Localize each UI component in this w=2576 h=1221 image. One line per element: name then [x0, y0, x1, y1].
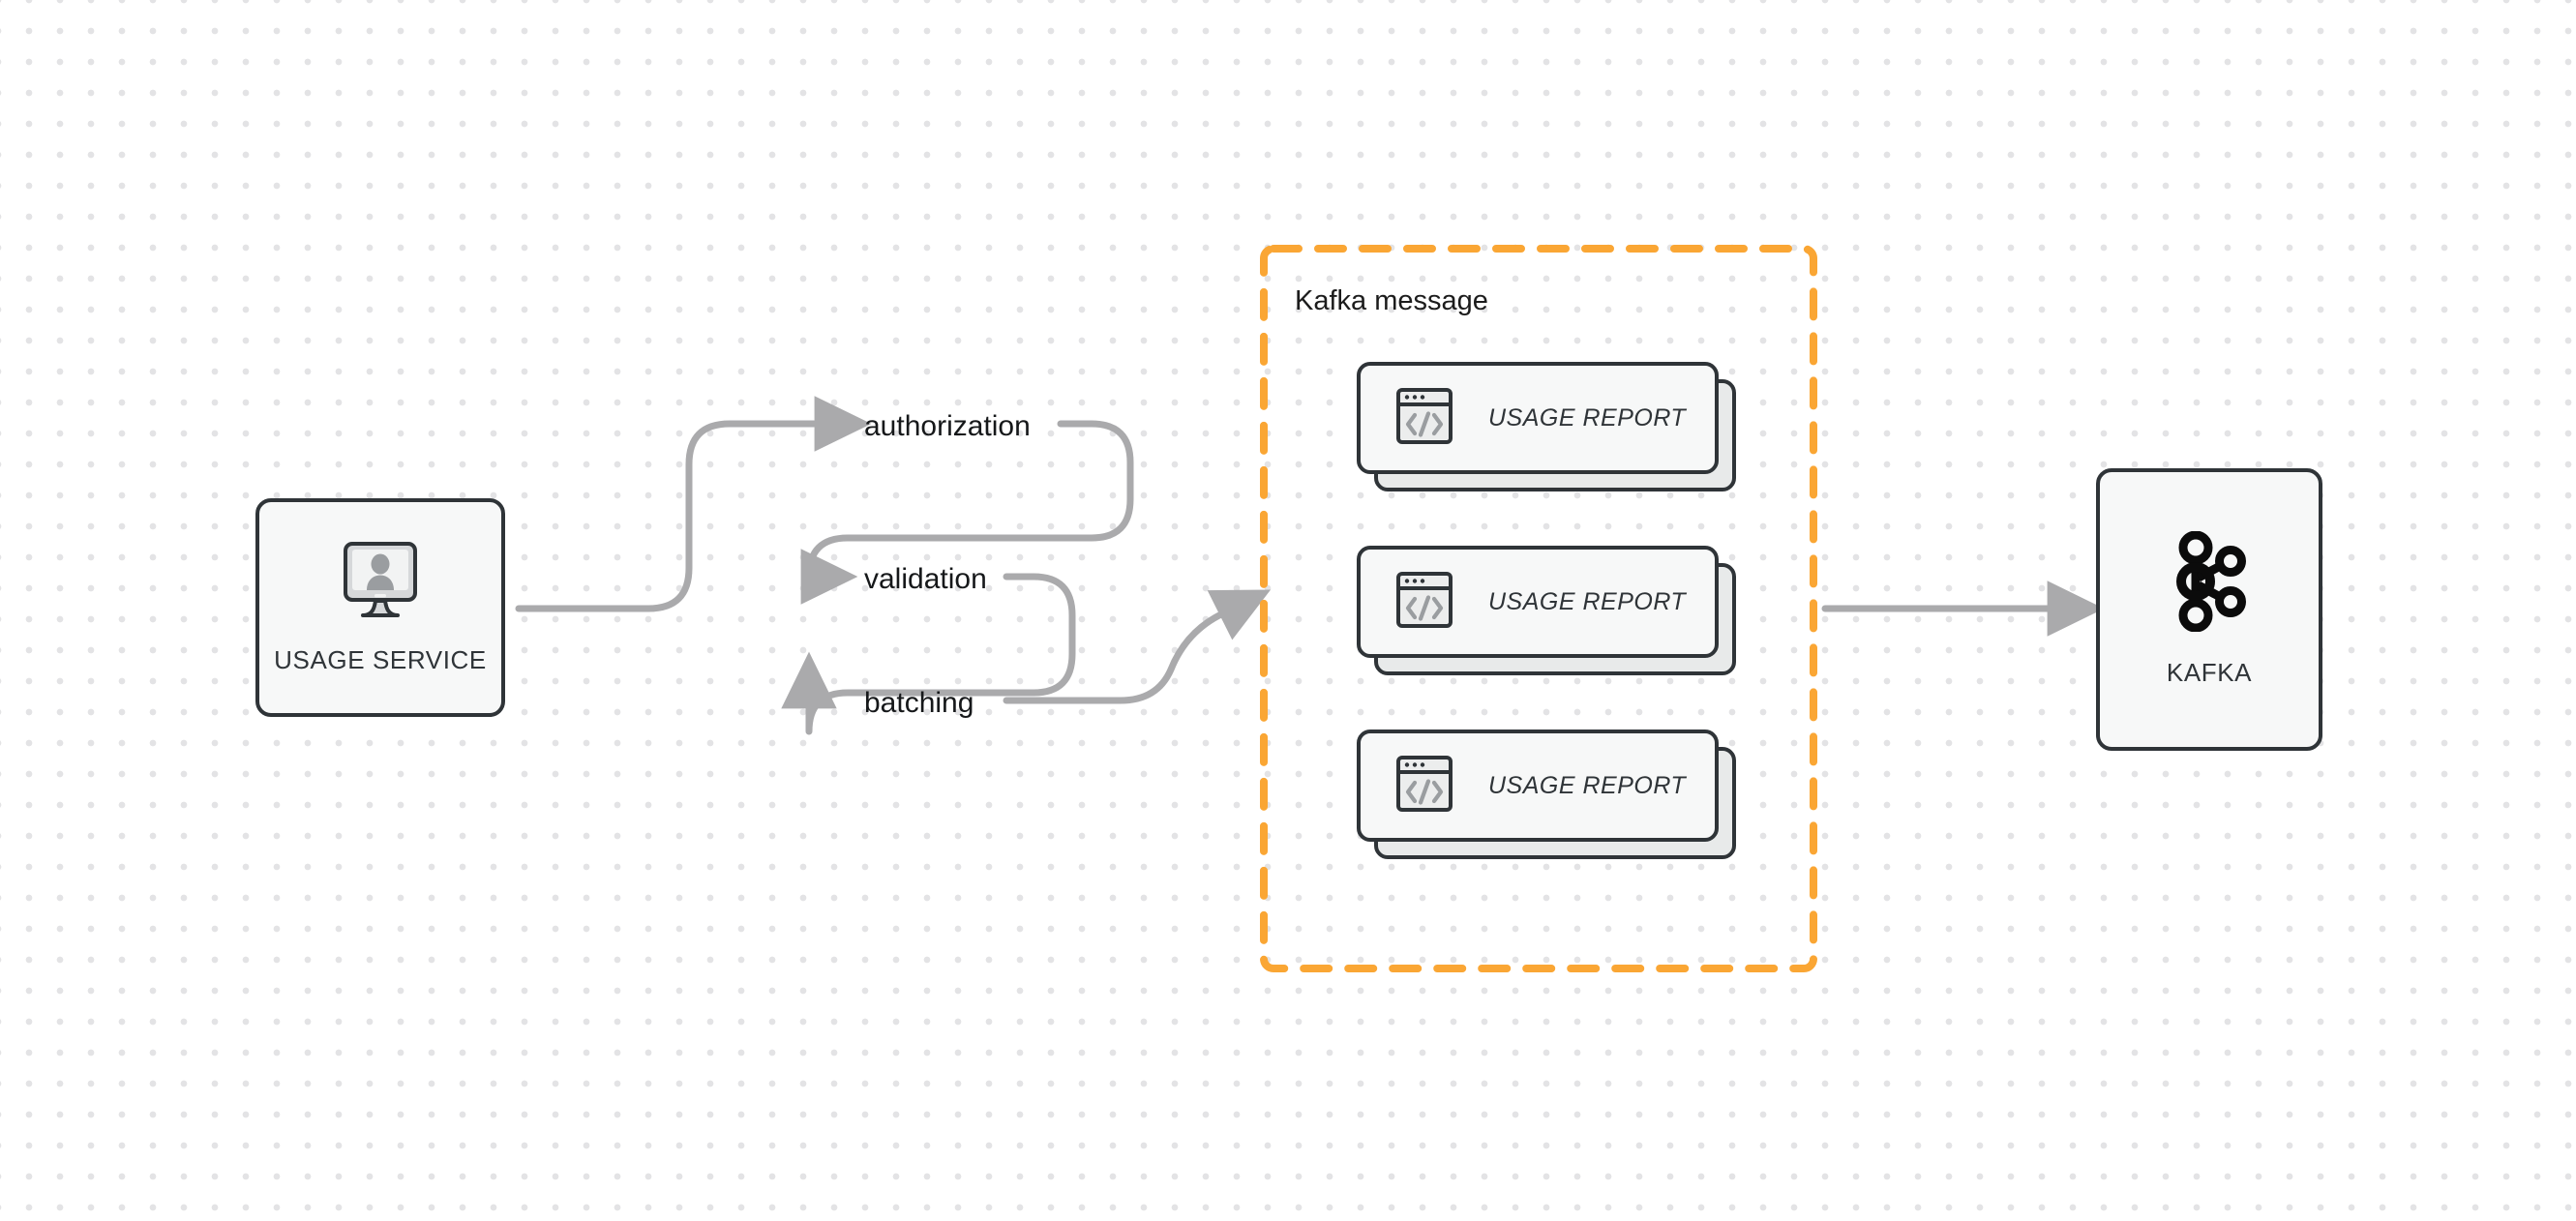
usage-report-label: USAGE REPORT [1488, 587, 1687, 615]
step-label-validation: validation [864, 563, 987, 595]
kafka-message-group[interactable]: Kafka message [1260, 245, 1817, 972]
usage-report-label: USAGE REPORT [1488, 403, 1687, 432]
code-window-icon [1395, 387, 1453, 450]
card-front: USAGE REPORT [1357, 362, 1719, 474]
usage-report-card[interactable]: USAGE REPORT [1357, 362, 1736, 491]
usage-report-label: USAGE REPORT [1488, 771, 1687, 799]
node-kafka[interactable]: KAFKA [2096, 468, 2322, 751]
code-window-icon [1395, 571, 1453, 634]
node-usage-service-label: USAGE SERVICE [274, 645, 487, 674]
monitor-user-icon [336, 540, 425, 628]
node-kafka-label: KAFKA [2166, 658, 2253, 687]
edge-auth-to-val [781, 420, 1134, 626]
code-window-icon [1395, 755, 1453, 818]
kafka-message-group-title: Kafka message [1295, 285, 1488, 316]
usage-report-card[interactable]: USAGE REPORT [1357, 546, 1736, 675]
step-label-batching: batching [864, 687, 974, 719]
card-front: USAGE REPORT [1357, 730, 1719, 842]
card-front: USAGE REPORT [1357, 546, 1719, 658]
usage-report-card[interactable]: USAGE REPORT [1357, 730, 1736, 859]
edge-batch-to-group [1003, 589, 1272, 704]
edge-usage-service-to-authorization [515, 396, 872, 612]
node-usage-service[interactable]: USAGE SERVICE [255, 498, 505, 717]
group-dashed-border [1260, 245, 1817, 972]
step-label-authorization: authorization [864, 410, 1031, 442]
kafka-logo-icon [2170, 530, 2249, 637]
